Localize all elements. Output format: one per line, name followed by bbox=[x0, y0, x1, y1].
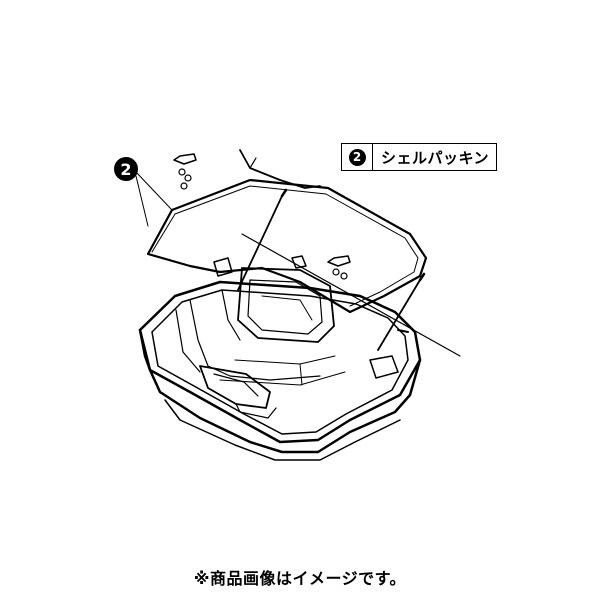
parts-legend: 2 シェルパッキン bbox=[341, 143, 497, 171]
clip-hardware-right bbox=[327, 255, 351, 280]
legend-number-cell: 2 bbox=[342, 144, 373, 170]
case-base bbox=[138, 255, 422, 461]
clip-hardware-top bbox=[173, 153, 197, 190]
callout-leader-lines bbox=[135, 171, 173, 227]
legend-number-badge: 2 bbox=[348, 148, 366, 166]
legend-part-name: シェルパッキン bbox=[381, 148, 490, 167]
cable-rods bbox=[237, 188, 461, 357]
callout-number: 2 bbox=[120, 159, 132, 179]
shell-packing-gasket bbox=[146, 178, 428, 314]
callout-number-badge: 2 bbox=[114, 157, 138, 181]
image-disclaimer-caption: ※商品画像はイメージです。 bbox=[193, 569, 407, 588]
lid-fragment bbox=[239, 149, 321, 189]
